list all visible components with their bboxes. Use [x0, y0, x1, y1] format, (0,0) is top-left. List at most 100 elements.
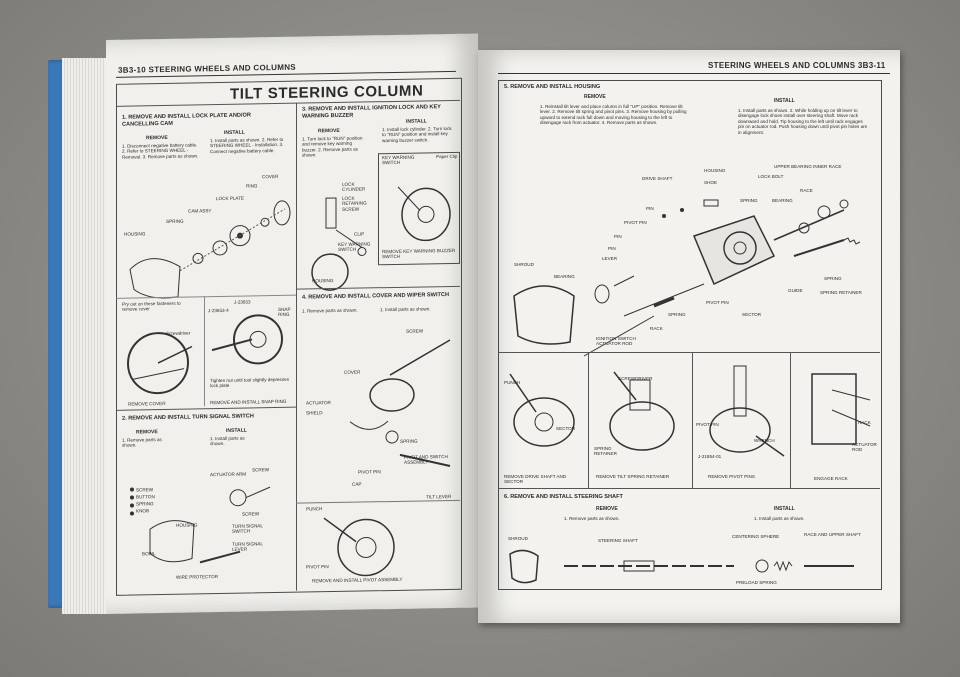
wiper-switch-diagram [349, 339, 451, 467]
section-3-label: Paper Clip [436, 153, 458, 160]
panel-label: WRENCH [754, 438, 775, 443]
section-3-remove-steps: 1. Turn lock to "RUN" position and remov… [302, 135, 363, 158]
panel-label: RACK [858, 420, 871, 425]
section-5-label: DRIVE SHAFT [642, 176, 673, 181]
section-6-label: CENTERING SPHERE [732, 534, 780, 539]
section-1-note: Tighten nut until tool slightly depresse… [210, 376, 289, 389]
section-5-label: LEVER [602, 256, 618, 261]
section-4-label: TILT LEVER [426, 493, 452, 500]
left-page: 3B3-10 STEERING WHEELS AND COLUMNS TILT … [106, 33, 478, 615]
section-5-label: LOCK BOLT [758, 174, 784, 179]
section-5-label: SHOE [704, 180, 718, 185]
section-3-label: KEY WARNING SWITCH [338, 241, 371, 253]
section-5-install-label: INSTALL [774, 98, 795, 104]
remove-cover-diagram [127, 332, 193, 395]
section-5-label: SHROUD [514, 262, 534, 267]
panel-label: SECTOR [556, 426, 576, 431]
buzzer-switch-diagram [397, 186, 451, 242]
right-page-header: STEERING WHEELS AND COLUMNS 3B3-11 [708, 61, 886, 70]
section-1-label: Screwdriver [166, 330, 191, 336]
section-5-label: PIN [646, 206, 654, 211]
section-5-label: BEARING [772, 198, 793, 203]
section-4-label: SCREW [406, 328, 424, 334]
section-3-label: LOCK RETAINING SCREW [342, 195, 367, 212]
section-5-remove-label: REMOVE [584, 94, 606, 100]
section-6-label: RACE AND UPPER SHAFT [804, 532, 861, 537]
section-3-remove-label: REMOVE [318, 127, 340, 135]
section-1-label: COVER [262, 173, 279, 180]
section-5-label: PIN [614, 234, 622, 239]
section-5-label: BEARING [554, 274, 575, 279]
section-1-label: CAM ASSY [188, 208, 212, 214]
section-6-label: SHROUD [508, 536, 528, 541]
section-5-label: PIVOT PIN [624, 220, 647, 225]
section-4-label: PIVOT PIN [306, 564, 329, 570]
section-5-label: SPRING RETAINER [820, 290, 862, 295]
right-page: STEERING WHEELS AND COLUMNS 3B3-11 5. RE… [478, 50, 900, 623]
pivot-assembly-diagram [323, 517, 395, 577]
page-title: TILT STEERING COLUMN [230, 82, 424, 103]
section-5-remove-steps: 1. Reinstall tilt lever and place column… [540, 104, 687, 126]
section-3-heading: 3. REMOVE AND INSTALL IGNITION LOCK AND … [302, 104, 441, 120]
engage-rack-panel-diagram [811, 373, 871, 445]
section-5-label: SPRING [740, 198, 758, 203]
section-2-label: SCREW [242, 511, 260, 517]
section-5-label: IGNITION SWITCH ACTUATOR ROD [596, 336, 636, 347]
left-page-header: 3B3-10 STEERING WHEELS AND COLUMNS [118, 62, 296, 75]
section-4-label: SHIELD [306, 410, 323, 416]
section-5-label: PIVOT PIN [706, 300, 729, 305]
section-5-label: SPRING [668, 312, 686, 317]
panel-caption: ENGAGE RACK [814, 476, 848, 481]
section-6-install-label: INSTALL [774, 506, 795, 512]
section-2-label: KNOB [136, 508, 150, 514]
section-4-label: CAP [352, 481, 362, 487]
section-1-remove-steps: 1. Disconnect negative battery cable. 2.… [122, 142, 199, 160]
steering-shaft-diagram [509, 549, 854, 584]
section-1-label: RING [246, 183, 258, 189]
section-2-remove-steps: 1. Remove parts as shown. [122, 437, 162, 449]
section-5-label: SPRING [824, 276, 842, 281]
section-6-label: STEERING SHAFT [598, 538, 638, 543]
section-1-label: LOCK PLATE [216, 195, 244, 202]
section-4-label: PIVOT AND SWITCH ASSEMBLY [404, 454, 448, 466]
section-3-install-label: INSTALL [406, 118, 427, 125]
section-2-label: TURN SIGNAL SWITCH [232, 523, 263, 535]
section-2-label: SCREW [252, 467, 270, 473]
pivot-pins-panel-diagram [709, 365, 785, 457]
section-5-label: SECTOR [742, 312, 762, 317]
section-2-label: HOUSING [176, 522, 198, 528]
section-3-label: CLIP [354, 231, 365, 237]
section-6-heading: 6. REMOVE AND INSTALL STEERING SHAFT [504, 494, 623, 500]
panel-label: ACTUATOR ROD [852, 442, 877, 453]
page-block-edges [62, 58, 110, 614]
section-1-label: J-23653 [234, 299, 251, 305]
panel-caption: REMOVE TILT SPRING RETAINER [596, 474, 670, 479]
section-6-install-steps: 1. Install parts as shown. [754, 516, 805, 521]
section-5-label: HOUSING [704, 168, 726, 173]
section-1-label: HOUSING [124, 231, 146, 237]
turn-signal-switch-diagram [130, 486, 271, 564]
section-5-label: UPPER BEARING INNER RACE [774, 164, 842, 169]
section-2-label: WIRE PROTECTOR [176, 574, 219, 580]
section-2-label: TURN SIGNAL LEVER [232, 541, 263, 553]
panel-label: SPRING RETAINER [594, 446, 617, 457]
section-4-label: ACTUATOR [306, 400, 331, 406]
section-6-label: PRELOAD SPRING [736, 580, 777, 585]
housing-exploded-diagram [513, 199, 861, 357]
section-1-remove-label: REMOVE [146, 134, 168, 142]
section-1-install-steps: 1. Install parts as shown. 2. Refer to S… [210, 136, 284, 154]
section-1-label: SPRING [166, 218, 184, 224]
drive-shaft-panel-diagram [509, 373, 575, 447]
section-2-label: BUTTON [136, 494, 155, 500]
section-3-label: LOCK CYLINDER [342, 181, 366, 193]
panel-caption: REMOVE PIVOT PINS [708, 474, 755, 479]
ignition-lock-diagram [311, 197, 367, 291]
section-3-install-steps: 1. Install lock cylinder. 2. Turn lock t… [382, 125, 452, 143]
panel-label: PUNCH [504, 380, 521, 385]
section-5-label: RACE [800, 188, 813, 193]
panel-label: PIVOT PIN [696, 422, 719, 427]
spring-retainer-panel-diagram [609, 371, 675, 451]
section-2-label: ACTUATOR ARM [210, 471, 247, 478]
section-5-heading: 5. REMOVE AND INSTALL HOUSING [504, 84, 601, 90]
section-2-label: SPRING [136, 501, 154, 507]
